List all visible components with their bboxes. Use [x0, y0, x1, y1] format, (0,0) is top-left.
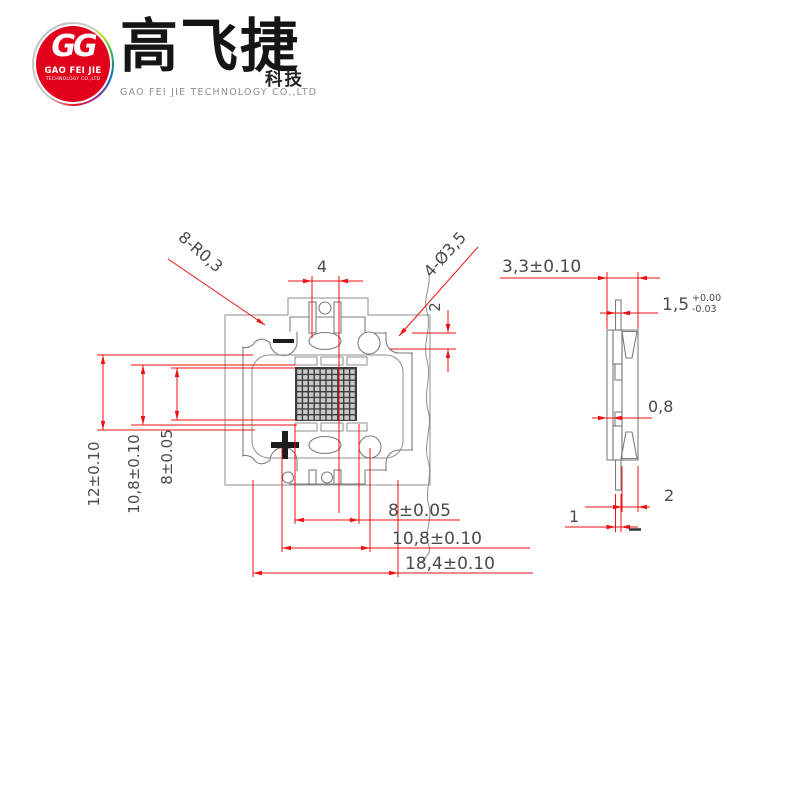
dim-left-inner: 8±0.05: [158, 429, 176, 485]
dim-side-pin: 1: [569, 507, 579, 526]
dim-left-middle: 10,8±0.10: [125, 434, 143, 513]
dim-side-plate: 0,8: [648, 397, 673, 416]
dim-mounting-holes: 4-Ø3,5: [420, 228, 470, 281]
solder-oval-top: [308, 331, 342, 351]
brand-english-subtitle: GAO FEI JIE TECHNOLOGY CO.,LTD: [120, 87, 318, 98]
polarity-plus-mark: [271, 431, 299, 459]
mounting-hole-top-right: [357, 331, 381, 355]
dim-side-lead-tol-lower: -0.03: [692, 304, 717, 315]
logo-emblem-name: GAO FEI JIE: [44, 66, 102, 76]
lead-pin-top: [614, 299, 622, 331]
dim-hole-offset: 2: [426, 302, 444, 312]
company-logo: GG GAO FEI JIE TECHNOLOGY CO.,LTD 高飞捷 科技…: [0, 0, 420, 120]
break-line-wavy: [420, 267, 431, 563]
bottom-plate-hole-left: [281, 471, 295, 484]
base-plate-edge: [606, 329, 614, 461]
side-view: [606, 299, 639, 491]
leader-corner-radius: [167, 258, 266, 326]
leader-mounting-holes: [398, 246, 479, 337]
dim-side-lead-tol-upper: +0.00: [692, 293, 721, 304]
reflector-cup-bottom: [620, 431, 638, 460]
solder-oval-bottom: [308, 435, 342, 455]
brand-chinese-calligraphy: 高飞捷: [120, 12, 301, 80]
flange-top: [612, 329, 623, 365]
dim-bottom-outer: 18,4±0.10: [405, 554, 495, 574]
dimension-arrows: [100, 275, 647, 576]
polarity-minus-mark: [273, 339, 294, 343]
bottom-pin-right: [333, 469, 342, 485]
brand-suffix: 科技: [265, 70, 304, 90]
top-plate-hole: [318, 301, 332, 315]
top-pin-right: [333, 301, 342, 334]
dimension-lines: [97, 246, 660, 577]
dim-bottom-middle: 10,8±0.10: [392, 529, 482, 549]
logo-emblem-co: TECHNOLOGY CO.,LTD: [45, 77, 101, 82]
reflector-cup-top: [621, 330, 638, 359]
corner-cutout-top-right: [386, 331, 413, 353]
dim-side-body: 2: [664, 486, 674, 505]
lead-stub-top: [614, 363, 623, 381]
dim-side-lead: 1,5: [662, 295, 689, 315]
dim-pin-spacing: 4: [317, 257, 327, 276]
inner-frame: [251, 354, 404, 459]
pad-cutout-top-left: [242, 331, 298, 356]
logo-monogram: GG: [51, 29, 97, 64]
front-view: [224, 267, 431, 563]
dim-side-overall: 3,3±0.10: [502, 257, 581, 277]
logo-emblem-disc: GG GAO FEI JIE TECHNOLOGY CO.,LTD: [34, 24, 112, 104]
lead-pin-bottom: [614, 459, 622, 491]
dim-bottom-inner: 8±0.05: [388, 501, 451, 521]
corner-cutout-bottom-right: [386, 450, 413, 472]
led-array-grid: [297, 369, 355, 420]
outer-plate-outline: [224, 297, 431, 486]
flange-bottom: [612, 425, 623, 461]
dim-left-outer: 12±0.10: [85, 441, 103, 506]
logo-emblem-ring: GG GAO FEI JIE TECHNOLOGY CO.,LTD: [32, 22, 114, 106]
bottom-pin-left: [308, 469, 317, 485]
bottom-plate-hole-right: [320, 471, 334, 484]
ceramic-slab-section: [621, 329, 639, 461]
